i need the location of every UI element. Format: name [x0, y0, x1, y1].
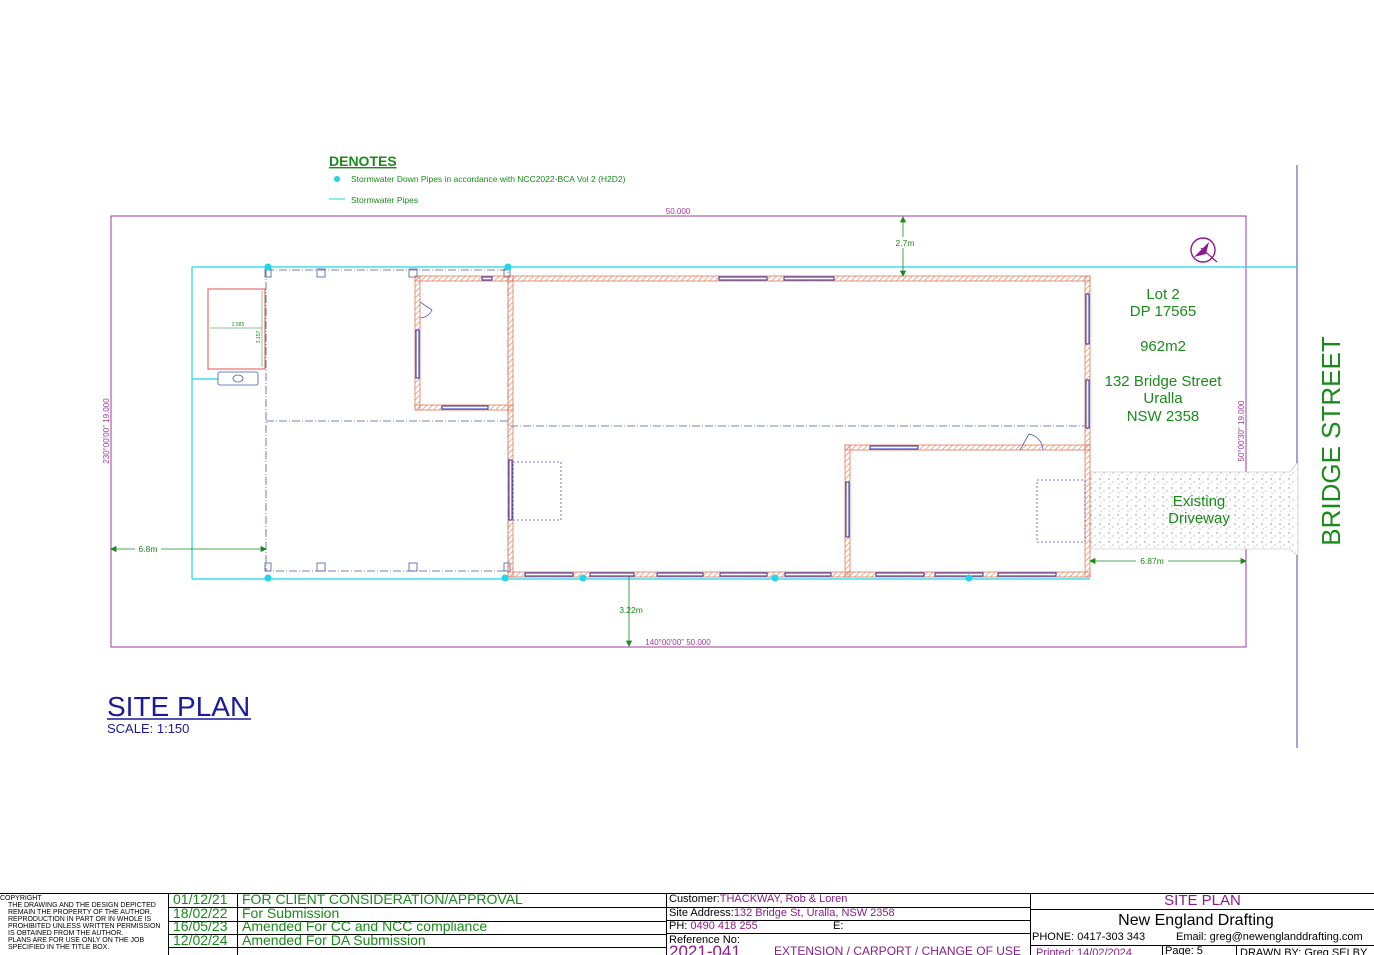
plan-title: SITE PLAN [107, 691, 250, 722]
lot-state: NSW 2358 [1127, 408, 1200, 425]
north-arrow-icon [1190, 237, 1218, 263]
lot-town: Uralla [1143, 390, 1183, 407]
revision-dates: 01/12/21 18/02/22 16/05/23 12/02/24 [173, 893, 228, 947]
printed-date: Printed: 14/02/2024 [1036, 947, 1133, 955]
sheet-title: SITE PLAN [1164, 893, 1241, 908]
dim-south-setback: 3.22m [619, 605, 643, 615]
dim-tank-height: 3.157 [256, 331, 262, 344]
revision-desc: For Submission [242, 904, 340, 921]
plan-scale: SCALE: 1:150 [107, 721, 189, 736]
lot-street: 132 Bridge Street [1105, 373, 1223, 390]
project-description: EXTENSION / CARPORT / CHANGE OF USE [774, 945, 1021, 955]
downpipes [264, 263, 973, 582]
dim-west-setback: 6.8m [139, 544, 158, 554]
dim-north-setback: 2.7m [896, 238, 915, 248]
fixture-west [512, 461, 562, 521]
downpipe [264, 263, 272, 271]
lot-dp: DP 17565 [1130, 303, 1196, 320]
customer-label: Customer: [669, 893, 720, 905]
page-number: Page: 5 [1165, 945, 1203, 955]
dim-west-bearing: 230°00'00" 19.000 [102, 398, 111, 464]
driveway-label-2: Driveway [1168, 510, 1230, 527]
lot-info: Lot 2 DP 17565 962m2 132 Bridge Street U… [1105, 286, 1223, 425]
title-block: COPYRIGHT THE DRAWING AND THE DESIGN DEP… [0, 893, 1374, 955]
dim-tank-width: 2.585 [232, 322, 245, 328]
title-block-grid [0, 893, 1374, 955]
dim-top-length: 50.000 [666, 207, 691, 216]
pump-unit [217, 371, 259, 386]
customer-name: THACKWAY, Rob & Loren [719, 893, 848, 905]
downpipe [501, 574, 509, 582]
downpipe [504, 263, 512, 271]
customer-phone: 0490 418 255 [690, 920, 758, 932]
stormwater-pipes [191, 266, 1297, 580]
carport-posts [264, 268, 511, 572]
site-plan-drawing: DENOTES Stormwater Down Pipes in accorda… [102, 153, 1346, 748]
revision-descriptions: FOR CLIENT CONSIDERATION/APPROVAL For Su… [242, 893, 523, 947]
ph-label: PH: [669, 920, 688, 932]
legend-item-downpipes: Stormwater Down Pipes in accordance with… [351, 174, 626, 184]
downpipe [579, 574, 587, 582]
firm-phone: PHONE: 0417-303 343 [1032, 931, 1146, 943]
revision-date: 01/12/21 [173, 893, 228, 907]
windows [415, 276, 1090, 577]
revision-date: 18/02/22 [173, 904, 228, 921]
dim-south-bearing: 140°00'00" 50.000 [645, 638, 711, 647]
downpipe-symbol-icon [334, 176, 340, 182]
copyright-notice: COPYRIGHT THE DRAWING AND THE DESIGN DEP… [0, 895, 161, 951]
revision-desc: Amended For CC and NCC compliance [242, 918, 488, 934]
address-label: Site Address: [669, 906, 734, 919]
revision-desc: FOR CLIENT CONSIDERATION/APPROVAL [242, 893, 523, 907]
revision-desc: Amended For DA Submission [242, 931, 426, 947]
customer-info: Customer:THACKWAY, Rob & Loren Site Addr… [669, 893, 1027, 947]
drawn-by: DRAWN BY: Greg SELBY [1240, 947, 1368, 955]
building-walls [414, 275, 1091, 578]
dim-east-setback: 6.87m [1140, 556, 1164, 566]
reference-number: 2021-041 [669, 943, 741, 955]
firm-email: Email: greg@newenglanddrafting.com [1176, 931, 1363, 943]
street-name: BRIDGE STREET [1316, 336, 1346, 546]
dim-east-bearing: 50°00'30" 19.000 [1237, 400, 1246, 462]
lot-boundary [110, 215, 1247, 648]
legend-item-pipes: Stormwater Pipes [351, 195, 418, 205]
legend-title: DENOTES [329, 153, 397, 169]
site-address: 132 Bridge St, Uralla, NSW 2358 [733, 906, 895, 919]
water-tank [207, 288, 266, 370]
email-label: E: [833, 920, 844, 932]
downpipe [771, 574, 779, 582]
lot-number: Lot 2 [1146, 286, 1179, 303]
downpipe [264, 574, 272, 582]
doors [419, 301, 1044, 451]
revision-date: 16/05/23 [173, 918, 228, 934]
legend: DENOTES Stormwater Down Pipes in accorda… [329, 153, 626, 205]
fixture-east [1036, 479, 1086, 543]
downpipe [965, 574, 973, 582]
driveway-label-1: Existing [1173, 493, 1226, 510]
carport-outline [265, 269, 1088, 572]
firm-name: New England Drafting [1118, 912, 1274, 929]
reference-label: Reference No: [669, 933, 740, 946]
revision-date: 12/02/24 [173, 931, 228, 947]
lot-area: 962m2 [1140, 338, 1186, 355]
